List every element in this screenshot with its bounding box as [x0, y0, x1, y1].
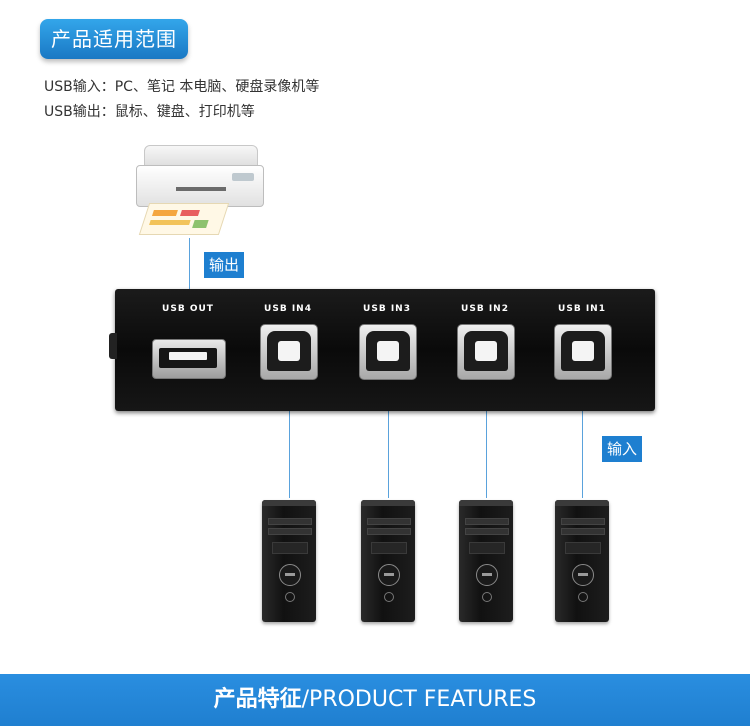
input-label: 输入 [602, 436, 643, 462]
printer-connection-line [189, 238, 190, 293]
usb-output-text: USB输出：鼠标、键盘、打印机等 [44, 104, 255, 120]
usb-in4-port [260, 324, 318, 380]
features-banner: 产品特征/PRODUCT FEATURES [0, 674, 750, 726]
features-title-en: /PRODUCT FEATURES [301, 687, 537, 712]
usb-in3-port [359, 324, 417, 380]
connection-line-in3 [388, 375, 389, 498]
switch-button [109, 333, 117, 359]
usb-out-port [152, 339, 226, 379]
computer-tower-1 [262, 500, 316, 622]
usb-in1-port [554, 324, 612, 380]
usb-input-text: USB输入：PC、笔记 本电脑、硬盘录像机等 [44, 79, 320, 95]
connection-line-in2 [486, 375, 487, 498]
computer-tower-4 [555, 500, 609, 622]
port-label-out: USB OUT [162, 304, 214, 314]
connection-line-in4 [289, 375, 290, 498]
port-label-in1: USB IN1 [558, 304, 606, 314]
computer-tower-2 [361, 500, 415, 622]
computer-tower-3 [459, 500, 513, 622]
port-label-in4: USB IN4 [264, 304, 312, 314]
output-label: 输出 [204, 252, 245, 278]
port-label-in3: USB IN3 [363, 304, 411, 314]
port-label-in2: USB IN2 [461, 304, 509, 314]
printer-image [136, 145, 264, 237]
features-title-cn: 产品特征 [213, 687, 302, 712]
usb-in2-port [457, 324, 515, 380]
connection-line-in1 [582, 375, 583, 498]
usb-switch-box: USB OUT USB IN4 USB IN3 USB IN2 USB IN1 [109, 289, 655, 411]
section-title-badge: 产品适用范围 [40, 19, 188, 59]
